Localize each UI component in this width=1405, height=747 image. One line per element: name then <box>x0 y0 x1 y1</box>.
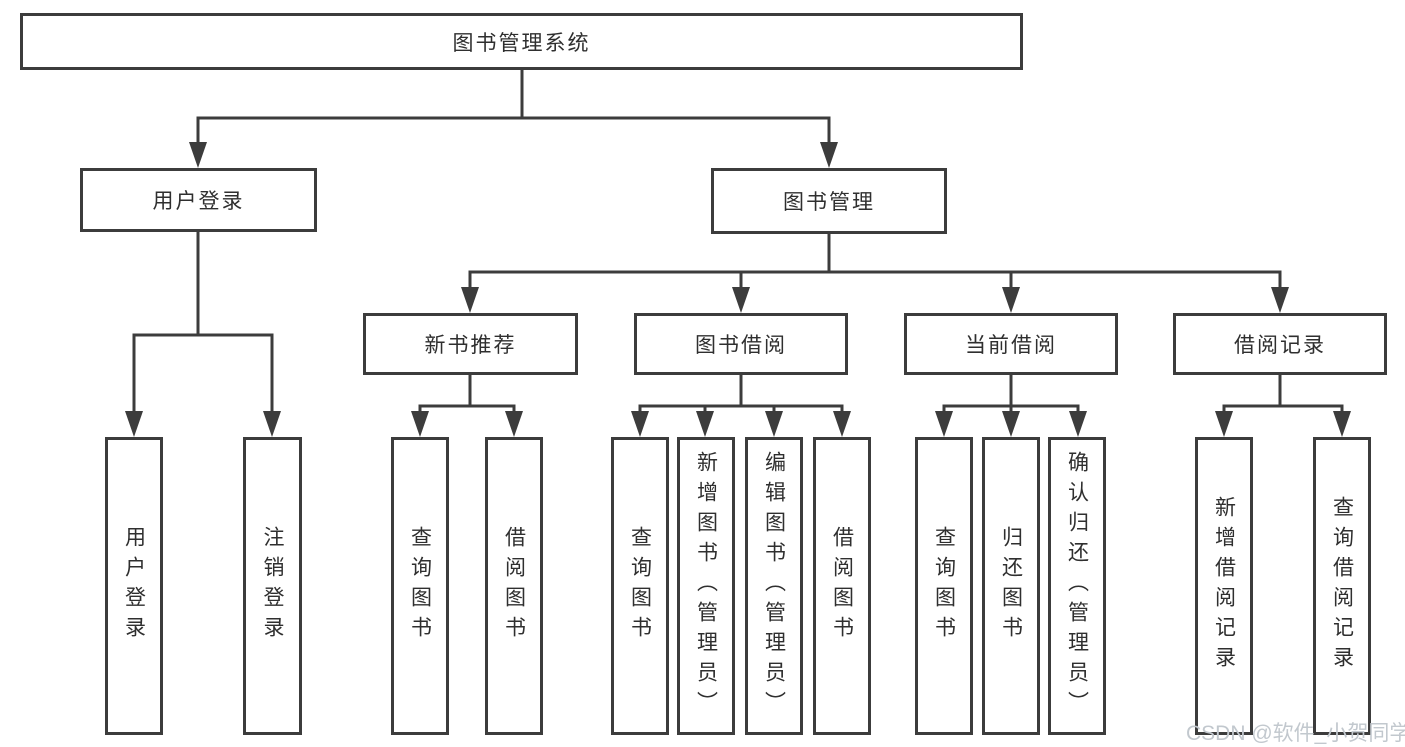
node-label: 新书推荐 <box>424 334 517 357</box>
node-label: 借阅图书 <box>830 526 854 646</box>
node-label: 借阅图书 <box>502 526 526 646</box>
node-label: 图书管理 <box>783 191 875 214</box>
node-label: 用户登录 <box>122 526 146 646</box>
node-label: 查询借阅记录 <box>1330 496 1354 676</box>
node-user-login: 用户登录 <box>80 168 317 232</box>
connector-borrow-records-to-leaves <box>1222 375 1344 414</box>
leaf-add-book-admin: 新增图书（管理员） <box>677 437 735 735</box>
leaf-logout: 注销登录 <box>243 437 302 735</box>
node-label: 查询图书 <box>408 526 432 646</box>
connector-root-to-level2 <box>196 70 831 146</box>
node-label: 新增借阅记录 <box>1212 496 1236 676</box>
node-borrow-records: 借阅记录 <box>1173 313 1387 375</box>
leaf-borrow-book-2: 借阅图书 <box>813 437 871 735</box>
leaf-query-book-2: 查询图书 <box>611 437 669 735</box>
connector-book-borrow-to-leaves <box>638 375 844 414</box>
node-current-borrow: 当前借阅 <box>904 313 1118 375</box>
connector-user-login-to-leaves <box>132 232 274 414</box>
connector-current-borrow-to-leaves <box>942 375 1080 414</box>
csdn-watermark: CSDN @软件_小贺同学 <box>1186 722 1405 745</box>
node-label: 图书管理系统 <box>452 31 591 55</box>
leaf-user-login: 用户登录 <box>105 437 163 735</box>
leaf-query-borrow-record: 查询借阅记录 <box>1313 437 1371 735</box>
node-label: 新增图书（管理员） <box>694 451 718 721</box>
leaf-add-borrow-record: 新增借阅记录 <box>1195 437 1253 735</box>
leaf-borrow-book-1: 借阅图书 <box>485 437 543 735</box>
leaf-edit-book-admin: 编辑图书（管理员） <box>745 437 803 735</box>
node-book-borrow: 图书借阅 <box>634 313 848 375</box>
node-label: 注销登录 <box>261 526 285 646</box>
node-label: 归还图书 <box>999 526 1023 646</box>
connector-book-management-to-level3 <box>468 234 1282 292</box>
node-book-management: 图书管理 <box>711 168 947 234</box>
connector-new-book-recommend-to-leaves <box>418 375 516 414</box>
node-label: 当前借阅 <box>965 334 1057 357</box>
node-label: 图书借阅 <box>695 334 787 357</box>
node-label: 查询图书 <box>932 526 956 646</box>
node-label: 查询图书 <box>628 526 652 646</box>
node-new-book-recommend: 新书推荐 <box>363 313 578 375</box>
leaf-query-book-1: 查询图书 <box>391 437 449 735</box>
leaf-confirm-return-admin: 确认归还（管理员） <box>1048 437 1106 735</box>
leaf-query-book-3: 查询图书 <box>915 437 973 735</box>
node-label: 借阅记录 <box>1234 334 1326 357</box>
node-library-management-system: 图书管理系统 <box>20 13 1023 70</box>
node-label: 编辑图书（管理员） <box>762 451 786 721</box>
node-label: 确认归还（管理员） <box>1065 451 1089 721</box>
leaf-return-book: 归还图书 <box>982 437 1040 735</box>
node-label: 用户登录 <box>152 190 245 213</box>
